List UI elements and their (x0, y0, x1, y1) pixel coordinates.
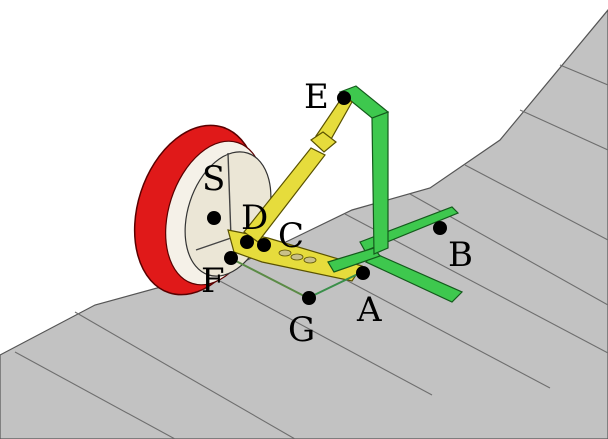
joint-s (207, 211, 221, 225)
joint-g (302, 291, 316, 305)
joints (207, 91, 447, 305)
joint-e (337, 91, 351, 105)
label-b: B (448, 235, 473, 275)
label-c: C (278, 216, 304, 256)
joint-b (433, 221, 447, 235)
label-g: G (288, 310, 315, 350)
strut-collar (310, 131, 337, 153)
joint-d (240, 235, 254, 249)
lower-control-link (231, 258, 309, 299)
label-e: E (304, 77, 329, 117)
arm-holes (278, 249, 317, 264)
joint-f (224, 251, 238, 265)
point-labels: A B C D E F G S (201, 77, 473, 350)
label-d: D (241, 198, 268, 238)
strut (243, 95, 353, 243)
frame-post (338, 85, 390, 255)
control-link-g-a (307, 271, 363, 299)
label-s: S (202, 159, 225, 199)
frame-rail-a (327, 247, 381, 273)
label-f: F (201, 261, 225, 301)
joint-a (356, 266, 370, 280)
label-a: A (356, 290, 382, 330)
joint-c (257, 238, 271, 252)
frame-top-arm (338, 85, 390, 119)
strut-lower (243, 147, 326, 243)
frame-post-body (371, 111, 389, 255)
